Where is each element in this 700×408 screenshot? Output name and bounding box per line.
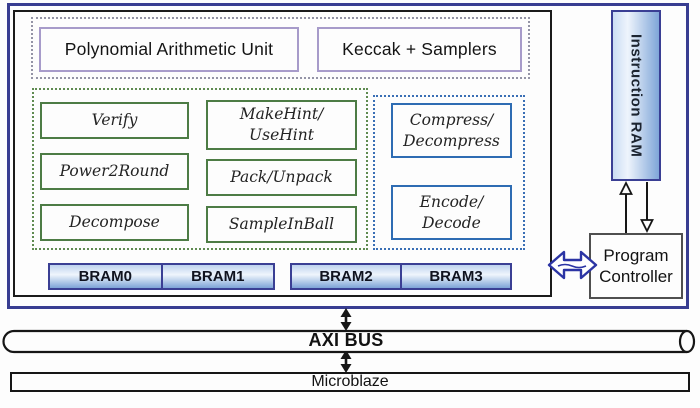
bram1-cell: BRAM1 (160, 265, 274, 288)
program-controller-box: Program Controller (589, 233, 683, 299)
program-controller-label: Program Controller (599, 245, 673, 286)
sampleinball-label: SampleInBall (228, 215, 335, 234)
pack-unpack-label: Pack/Unpack (230, 168, 333, 187)
polynomial-arithmetic-unit-box: Polynomial Arithmetic Unit (39, 27, 299, 72)
instruction-ram-box: Instruction RAM (611, 10, 661, 181)
microblaze-bar: Microblaze (10, 372, 690, 392)
axi-bus-cylinder (2, 329, 696, 354)
decompose-label: Decompose (69, 213, 160, 232)
compress-decompress-label: Compress/ Decompress (403, 110, 500, 150)
accelerator-outer-frame (7, 3, 689, 309)
axi-microblaze-arrow-icon (340, 350, 352, 373)
compress-decompress-box: Compress/ Decompress (391, 103, 512, 158)
verify-box: Verify (40, 102, 189, 139)
accelerator-axi-arrow-icon (340, 308, 352, 331)
bram-bank-0-1: BRAM0 BRAM1 (48, 263, 275, 290)
iram-to-pc-arrow-icon (640, 182, 654, 234)
power2round-box: Power2Round (40, 153, 189, 190)
makehint-usehint-label: MakeHint/ UseHint (239, 105, 324, 144)
blue-functions-dotted-group (373, 95, 525, 250)
axi-bus-label: AXI BUS (308, 330, 384, 350)
keccak-samplers-box: Keccak + Samplers (317, 27, 522, 72)
microblaze-label: Microblaze (311, 373, 389, 390)
power2round-label: Power2Round (59, 162, 170, 181)
green-functions-dotted-group (32, 88, 368, 250)
makehint-usehint-box: MakeHint/ UseHint (206, 100, 357, 150)
decompose-box: Decompose (40, 204, 189, 241)
encode-decode-label: Encode/ Decode (419, 192, 484, 232)
pc-to-iram-arrow-icon (619, 180, 633, 233)
pack-unpack-box: Pack/Unpack (206, 159, 357, 196)
verify-label: Verify (91, 111, 138, 130)
instruction-ram-label: Instruction RAM (627, 33, 645, 158)
keccak-samplers-label: Keccak + Samplers (342, 39, 497, 59)
axi-bus-label-wrap: AXI BUS (0, 330, 692, 351)
bram3-cell: BRAM3 (400, 265, 510, 288)
bram-bank-2-3: BRAM2 BRAM3 (290, 263, 512, 290)
bram2-cell: BRAM2 (319, 268, 373, 285)
top-units-dotted-group (31, 17, 530, 79)
core-pc-bidirectional-arrow-icon (547, 250, 598, 280)
sampleinball-box: SampleInBall (206, 206, 357, 243)
bram0-cell: BRAM0 (78, 268, 132, 285)
polynomial-arithmetic-unit-label: Polynomial Arithmetic Unit (64, 39, 274, 59)
encode-decode-box: Encode/ Decode (391, 185, 512, 240)
